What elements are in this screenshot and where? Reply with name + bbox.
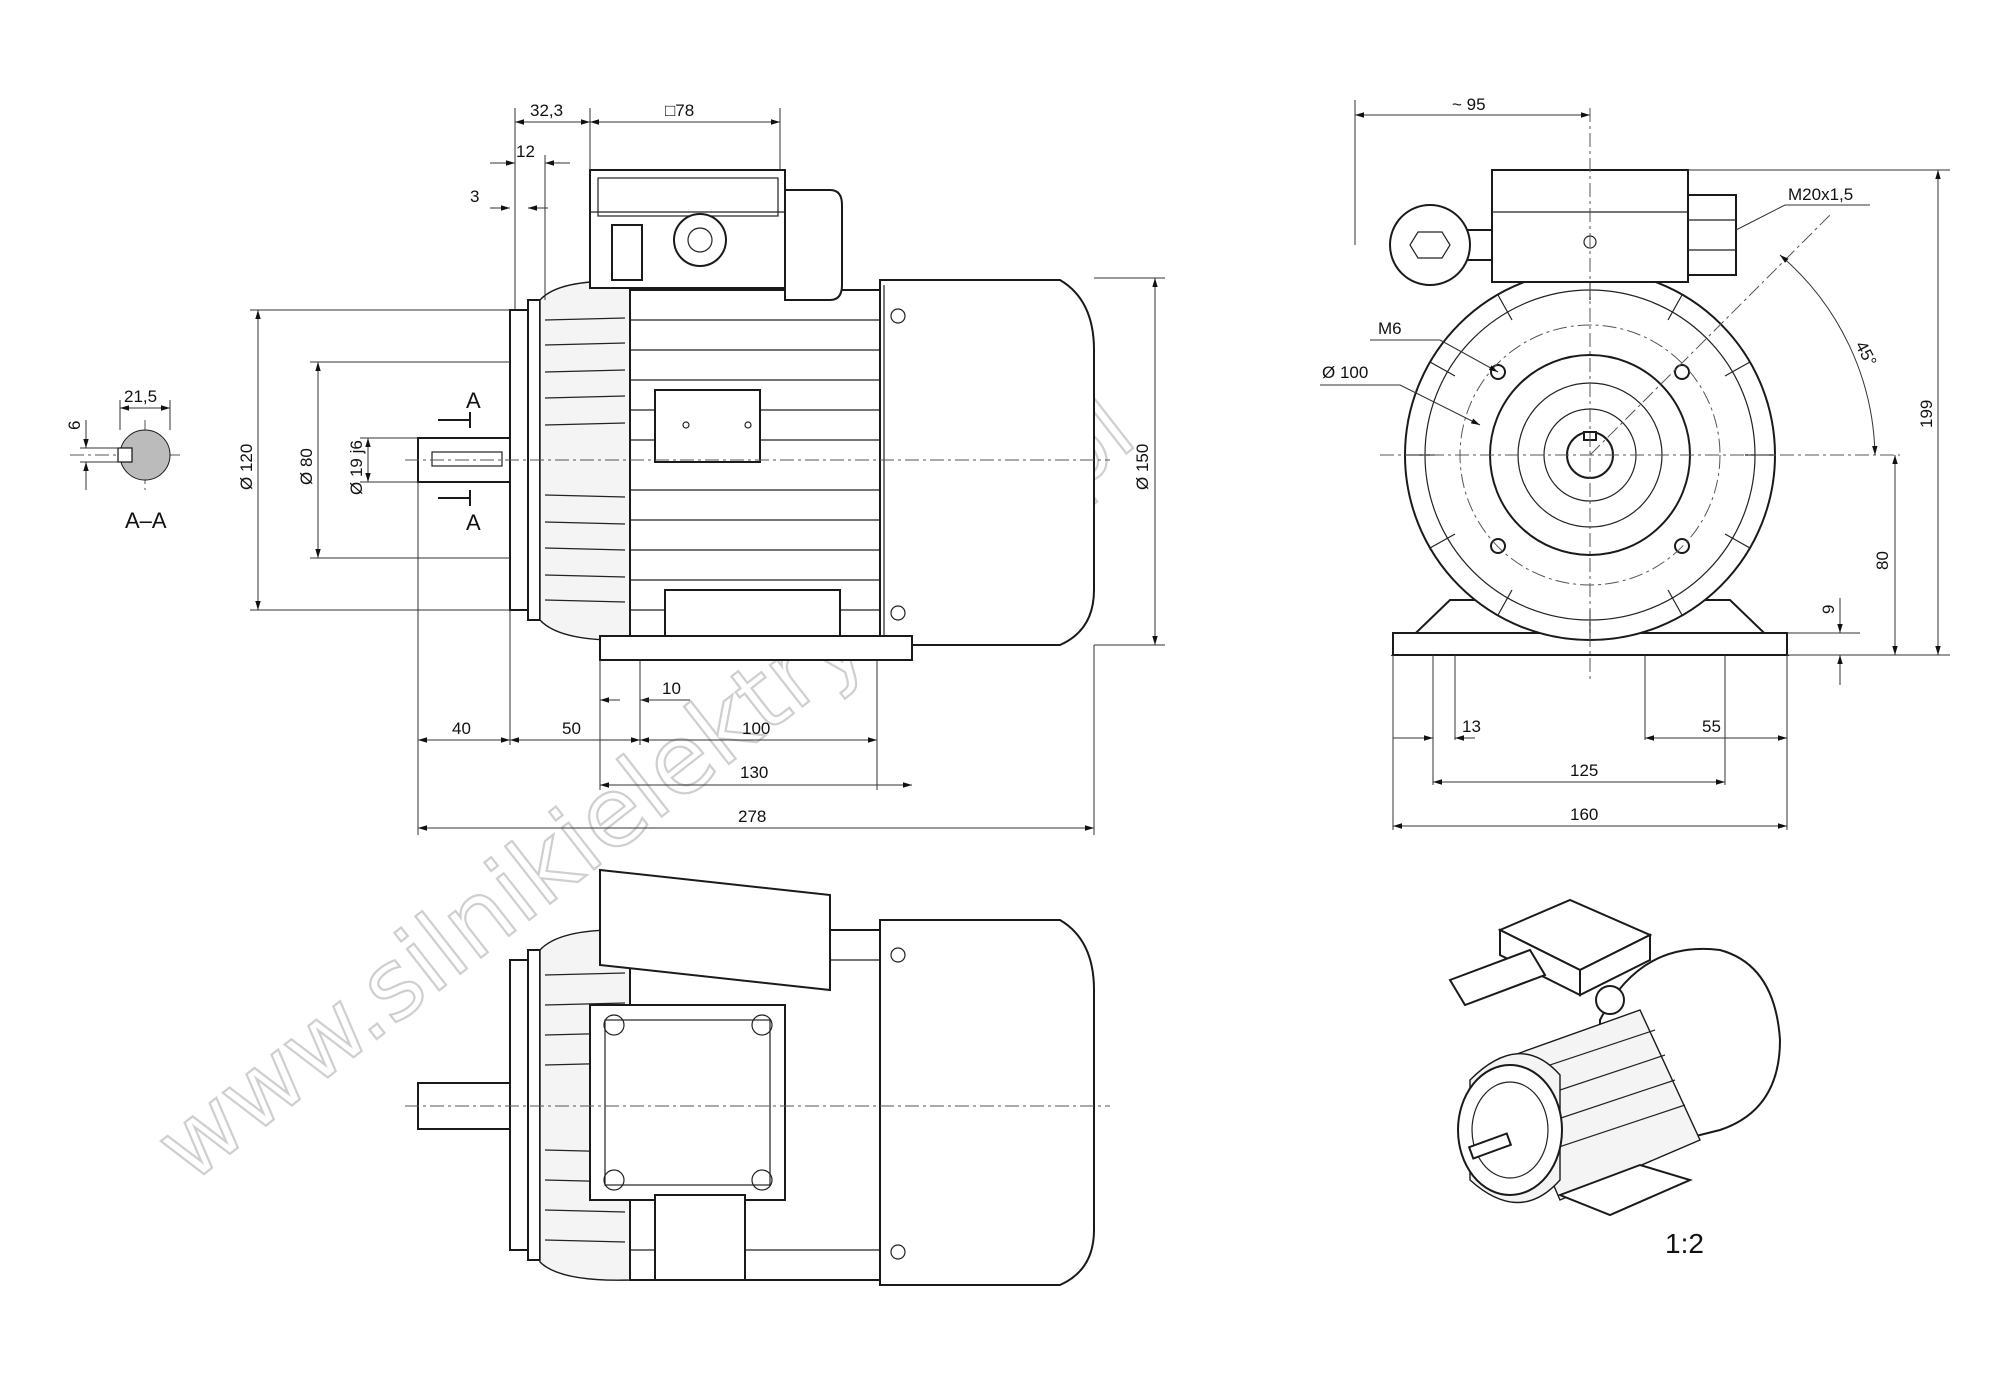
section-marker-top: A <box>466 388 481 413</box>
dim-m6: M6 <box>1378 319 1402 338</box>
dim-d100: Ø 100 <box>1322 363 1368 382</box>
dim-m20: M20x1,5 <box>1788 185 1853 204</box>
dim-21-5: 21,5 <box>124 387 157 406</box>
front-view: ~ 95 M20x1,5 M6 Ø 100 45° 199 80 9 13 55 <box>1320 95 1950 830</box>
top-lug <box>599 868 831 992</box>
dim-6: 6 <box>65 421 84 430</box>
dim-125: 125 <box>1570 761 1598 780</box>
scale-label: 1:2 <box>1665 1228 1704 1259</box>
dim-130: 130 <box>740 763 768 782</box>
dim-95: ~ 95 <box>1452 95 1486 114</box>
dim-d120: Ø 120 <box>237 444 256 490</box>
dim-d150: Ø 150 <box>1133 444 1152 490</box>
section-a-a-view: 21,5 6 A–A <box>65 387 180 533</box>
dim-55: 55 <box>1702 717 1721 736</box>
dim-78: □78 <box>665 101 694 120</box>
dim-12: 12 <box>516 142 535 161</box>
dim-80: 80 <box>1873 551 1892 570</box>
section-marker-bottom: A <box>466 510 481 535</box>
dim-100: 100 <box>742 719 770 738</box>
nameplate <box>654 389 761 463</box>
dim-13: 13 <box>1462 717 1481 736</box>
dim-d19: Ø 19 j6 <box>347 440 366 495</box>
isometric-view: 1:2 <box>1448 898 1782 1259</box>
section-label: A–A <box>125 508 167 533</box>
top-fan-cover <box>879 919 1095 1286</box>
dim-45: 45° <box>1851 338 1880 370</box>
top-terminal-box <box>589 1004 786 1201</box>
dim-50: 50 <box>562 719 581 738</box>
top-view <box>405 868 1110 1286</box>
dim-3: 3 <box>470 187 479 206</box>
dim-40: 40 <box>452 719 471 738</box>
dim-d80: Ø 80 <box>297 448 316 485</box>
dim-160: 160 <box>1570 805 1598 824</box>
foot <box>599 635 913 661</box>
side-view: A A 32,3 □78 12 3 Ø 120 Ø 80 Ø 19 j6 <box>237 101 1165 835</box>
endshield-fins <box>544 317 626 603</box>
dim-199: 199 <box>1917 400 1936 428</box>
dim-278: 278 <box>738 807 766 826</box>
dim-10: 10 <box>662 679 681 698</box>
dim-32-3: 32,3 <box>530 101 563 120</box>
dim-9: 9 <box>1819 605 1838 614</box>
iso-flange <box>1457 1064 1563 1196</box>
fan-cover <box>879 279 1095 646</box>
stator-body <box>629 289 881 639</box>
iso-foot <box>1557 1163 1693 1217</box>
